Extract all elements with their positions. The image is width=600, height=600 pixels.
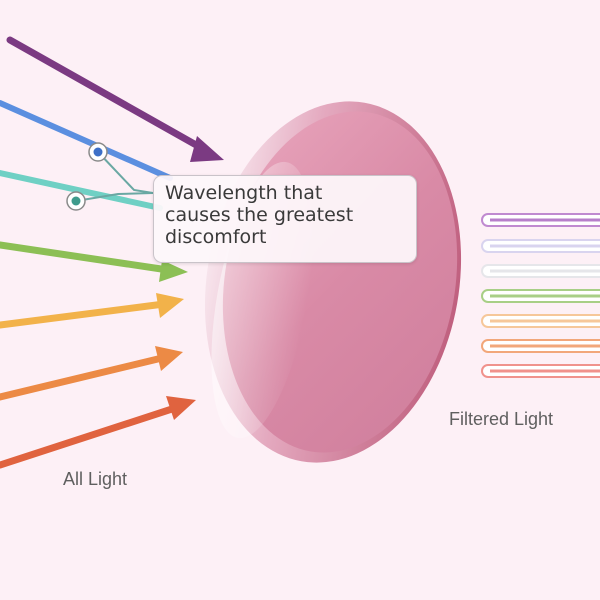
marker-cyan-ray-dot bbox=[71, 196, 81, 206]
filtered-rays bbox=[481, 213, 600, 378]
ray-violet bbox=[6, 36, 209, 154]
ray-violet-arrowhead bbox=[190, 136, 224, 162]
incoming-rays bbox=[0, 36, 224, 469]
callout-leader bbox=[97, 151, 154, 194]
ray-green bbox=[0, 241, 172, 274]
callout-line-2: causes the greatest bbox=[165, 204, 354, 226]
all-light-label: All Light bbox=[63, 469, 128, 489]
ray-green-arrowhead bbox=[159, 260, 188, 282]
ray-cyan bbox=[0, 170, 163, 211]
callout-line-1: Wavelength that bbox=[165, 182, 323, 204]
callout-line-3: discomfort bbox=[165, 226, 267, 248]
ray-blue bbox=[0, 100, 173, 181]
filtered-light-label: Filtered Light bbox=[449, 409, 554, 429]
ray-orange-arrowhead bbox=[155, 346, 183, 371]
ray-yellow-arrowhead bbox=[156, 293, 184, 318]
callout-leader-lower bbox=[75, 192, 154, 202]
ray-red-arrowhead bbox=[166, 396, 196, 420]
ray-red bbox=[0, 404, 179, 469]
marker-blue-ray-dot bbox=[93, 147, 103, 157]
callout-pointer bbox=[66, 142, 154, 211]
ray-orange bbox=[0, 354, 166, 401]
wavelength-callout: Wavelength that causes the greatest disc… bbox=[153, 175, 417, 263]
ray-yellow bbox=[0, 300, 168, 329]
lens bbox=[204, 101, 462, 463]
